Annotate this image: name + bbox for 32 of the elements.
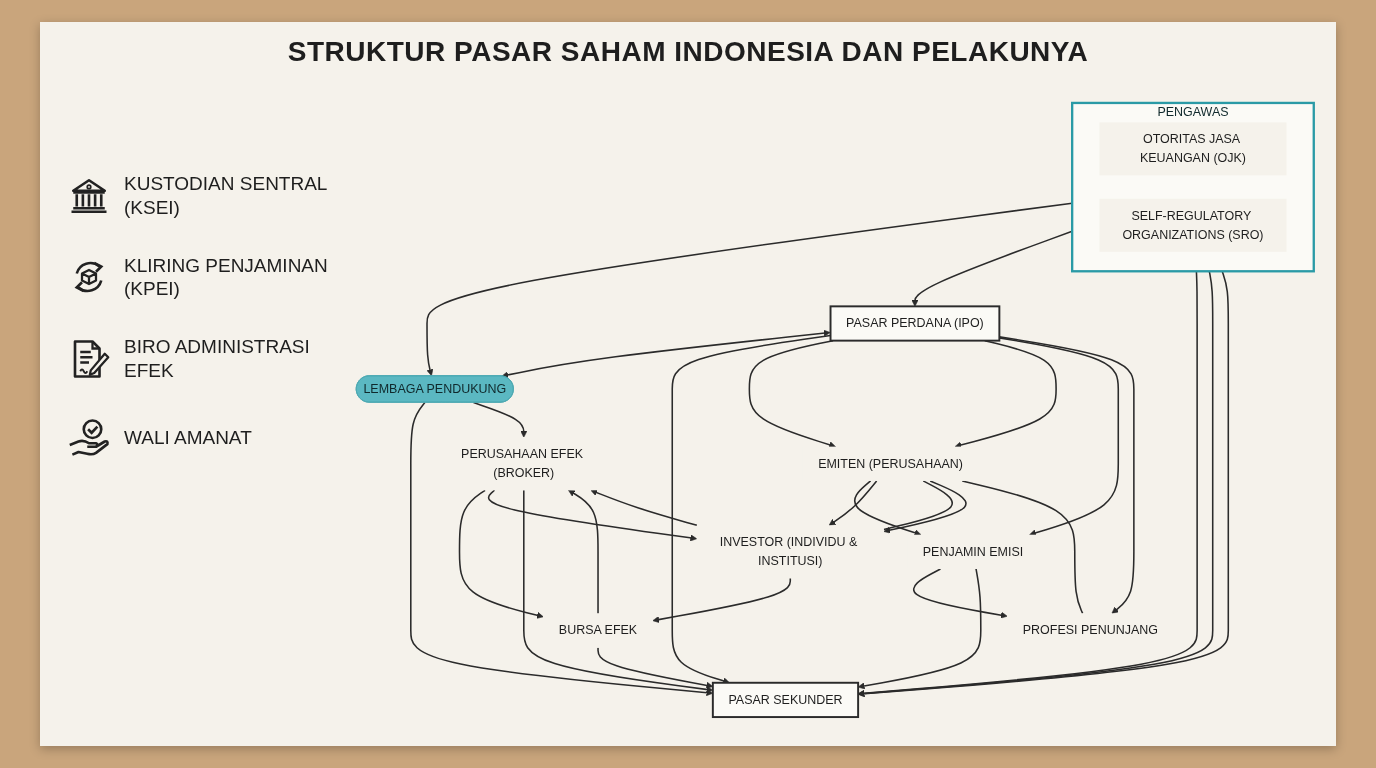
arrow [883, 480, 967, 534]
arrow [472, 401, 528, 438]
node-text: PROFESI PENUNJANG [1022, 623, 1158, 637]
node-text: BURSA EFEK [558, 623, 638, 637]
node-text: PENJAMIN EMISI [922, 544, 1024, 559]
arrow [748, 339, 836, 449]
connector [961, 480, 1084, 615]
arrow [853, 480, 922, 536]
arrow [652, 577, 792, 623]
arrow [426, 202, 1073, 376]
arrow [828, 480, 878, 526]
node-text: EMITEN (PERUSAHAAN) [818, 456, 963, 471]
arrow [912, 568, 1008, 619]
arrow [458, 489, 544, 619]
node-box: PASAR SEKUNDER [711, 681, 860, 719]
institution-label: KUSTODIAN SENTRAL (KSEI) [124, 172, 328, 220]
node-text: PERUSAHAAN EFEK (BROKER) [461, 447, 584, 480]
node-text: INVESTOR (INDIVIDU & INSTITUSI) [719, 535, 858, 568]
arrow [590, 489, 698, 527]
institution-label: WALI AMANAT [124, 425, 252, 450]
institution-label: BIRO ADMINISTRASI EFEK [124, 335, 311, 383]
arrow [954, 339, 1057, 449]
arrow [998, 336, 1135, 614]
arrow [911, 230, 1073, 307]
diagram-title: STRUKTUR PASAR SAHAM INDONESIA DAN PELAKUNYA [287, 36, 1089, 68]
node-box: PASAR PERDANA (IPO) [829, 305, 1001, 342]
arrow [501, 329, 831, 379]
arrow [568, 489, 599, 615]
connector [883, 480, 954, 531]
arrow [487, 489, 698, 542]
arrow [998, 337, 1120, 537]
institution-label: KLIRING PENJAMINAN (KPEI) [124, 253, 329, 301]
